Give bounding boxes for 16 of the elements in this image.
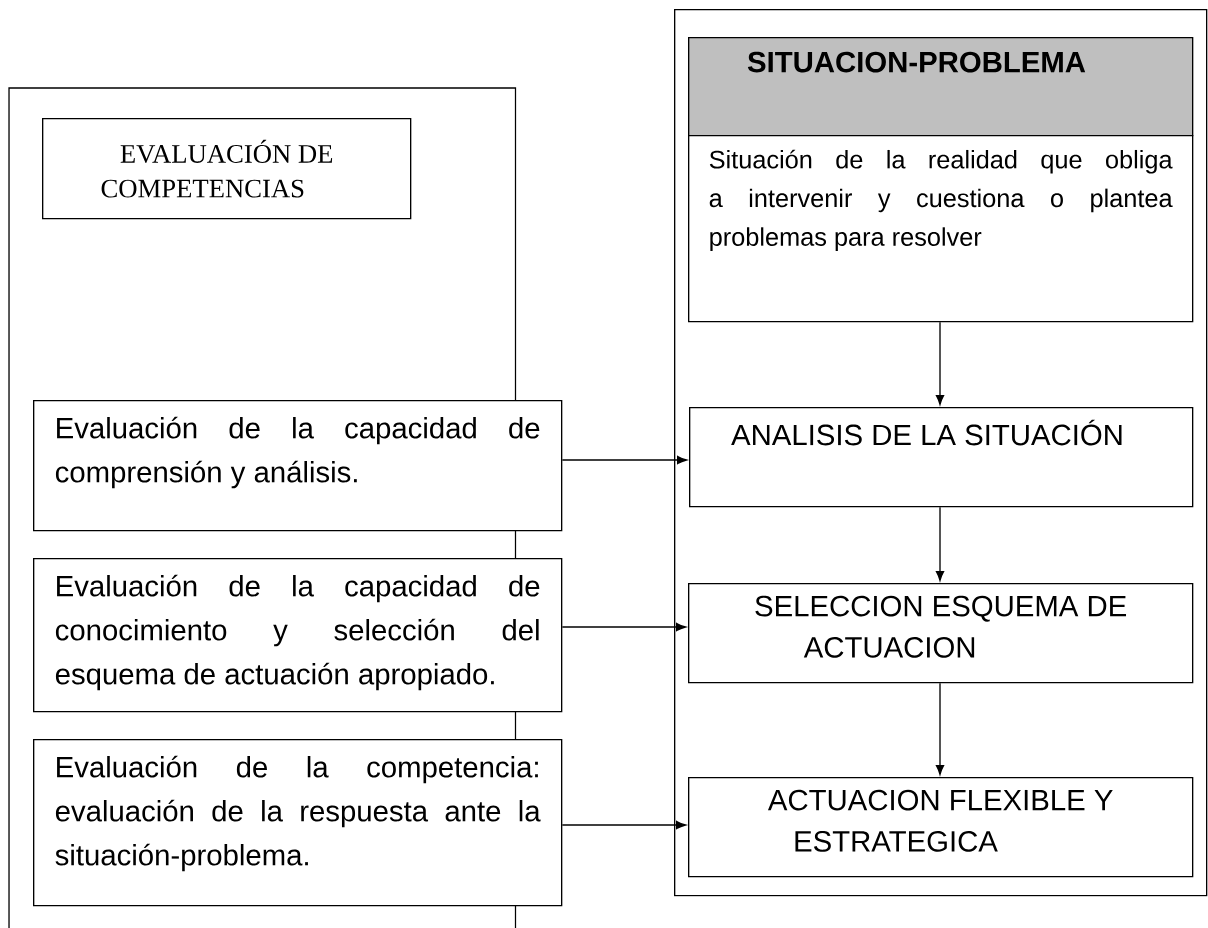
step-box: SELECCION ESQUEMA DE ACTUACION xyxy=(688,583,1194,684)
arrow xyxy=(561,622,686,632)
panel-frame xyxy=(674,9,1208,897)
description-box: Situación de la realidad que obliga a intervenir y cuestiona o plantea problemas para resolver xyxy=(688,135,1194,323)
arrow xyxy=(561,455,687,465)
arrow xyxy=(935,682,945,775)
title-box: EVALUACIÓN DE COMPETENCIAS xyxy=(42,118,412,220)
arrow xyxy=(561,820,686,830)
evaluation-box: Evaluación de la competencia: evaluación de la respuesta ante la situación-problema. xyxy=(33,739,563,907)
evaluation-box: Evaluación de la capacidad de comprensión y análisis. xyxy=(33,400,563,532)
step-box: ACTUACION FLEXIBLE Y ESTRATEGICA xyxy=(688,777,1194,878)
evaluation-box: Evaluación de la capacidad de conocimiento y selección del esquema de actuación apropiado. xyxy=(33,558,563,713)
arrow xyxy=(935,321,945,405)
arrow xyxy=(935,506,945,581)
step-box: ANALISIS DE LA SITUACIÓN xyxy=(689,407,1194,508)
heading-box: SITUACION-PROBLEMA xyxy=(688,37,1194,137)
